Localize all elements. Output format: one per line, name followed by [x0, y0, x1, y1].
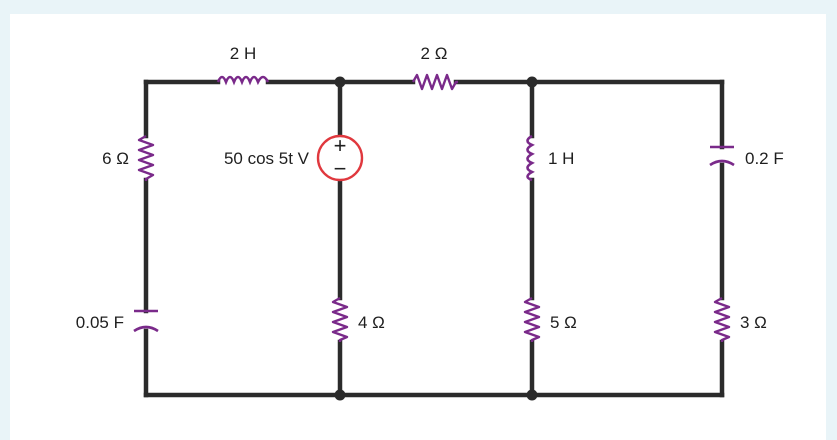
node-top-inductor — [526, 76, 538, 88]
resistor-2ohm-symbol — [411, 73, 458, 91]
inductor-1h-label: 1 H — [548, 149, 574, 168]
node-bottom-source — [334, 389, 346, 401]
capacitor-0p2f-plate-bottom — [709, 159, 735, 167]
source-minus-sign: − — [334, 156, 347, 181]
resistor-3ohm-symbol — [713, 296, 731, 342]
circuit-diagram: 2 H 2 Ω 6 Ω + − 50 cos 5t V 1 H 0.2 F 0.… — [76, 44, 784, 401]
capacitor-0p05f-label: 0.05 F — [76, 313, 124, 332]
resistor-5ohm-symbol — [523, 296, 541, 342]
source-plus-sign: + — [334, 133, 347, 158]
resistor-4ohm-symbol — [331, 296, 349, 342]
voltage-source-label: 50 cos 5t V — [224, 149, 310, 168]
node-bottom-inductor — [526, 389, 538, 401]
capacitor-0p05f-plate-bottom — [133, 325, 159, 333]
resistor-3ohm-label: 3 Ω — [740, 313, 767, 332]
resistor-6ohm-label: 6 Ω — [102, 149, 129, 168]
resistor-5ohm-label: 5 Ω — [550, 313, 577, 332]
inductor-1h-symbol — [526, 134, 535, 182]
capacitor-0p2f-label: 0.2 F — [745, 149, 784, 168]
resistor-2ohm-label: 2 Ω — [421, 44, 448, 63]
resistor-6ohm-symbol — [137, 134, 155, 181]
circuit-canvas: 2 H 2 Ω 6 Ω + − 50 cos 5t V 1 H 0.2 F 0.… — [10, 14, 826, 440]
resistor-4ohm-label: 4 Ω — [358, 313, 385, 332]
voltage-source-symbol — [316, 134, 364, 182]
inductor-2h-label: 2 H — [230, 44, 256, 63]
inductor-2h-symbol — [216, 75, 270, 86]
node-top-source — [334, 76, 346, 88]
